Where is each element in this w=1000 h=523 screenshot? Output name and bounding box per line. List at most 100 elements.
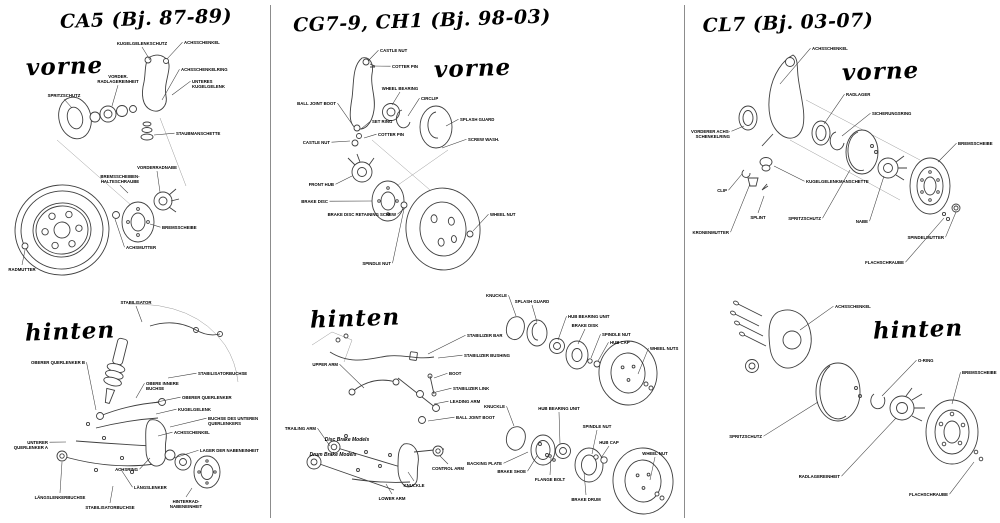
part-callout: O-RING (881, 358, 934, 397)
leader-line (153, 132, 175, 136)
part-label: STABILIZER LINK (453, 386, 490, 391)
part-callout: BRAKE DRUM (571, 471, 601, 502)
part-label: WHEEL NUT (642, 451, 668, 456)
leader-line (869, 175, 885, 222)
part-label: SPLASH GUARD (515, 299, 549, 304)
part-label: KUGELGELENKSCHUTZ (117, 41, 168, 46)
part-callout: RADLAGEREINHEIT (799, 417, 897, 479)
part-label: LÄNGSLENKERBUCHSE (35, 495, 86, 500)
part-label: SPLINT (750, 215, 766, 220)
leader-line (141, 46, 151, 61)
part-callout: HUB BEARING UNIT (538, 406, 580, 445)
leader-line (109, 485, 114, 504)
leader-line (161, 69, 180, 101)
leader-line (841, 417, 897, 477)
part-label: WHEEL NUTS (650, 346, 678, 351)
cg-rear-disc-art (505, 316, 658, 406)
leader-line (167, 372, 197, 379)
part-callout: Disc Brake Models (325, 437, 370, 443)
part-label: LEADING ARM (450, 399, 481, 404)
part-label: SPRITZSCHUTZ (48, 93, 81, 98)
part-label: ACHSSCHENKEL (184, 40, 220, 45)
part-callout: WHEEL NUTS (637, 346, 678, 375)
part-callout: SCREW WASH. (441, 137, 499, 149)
part-callout: KUGELGELENKMANSCHETTE (773, 165, 869, 184)
leader-line (156, 170, 161, 193)
part-callout: STABILIZER LINK (435, 386, 490, 393)
part-callout: ACHSSCHENKELRING (161, 67, 228, 101)
part-callout: ACHSSCHENKEL (799, 304, 871, 331)
leader-line (157, 431, 173, 437)
part-label: SET RING (372, 119, 393, 124)
leader-line (637, 348, 649, 375)
leader-line (730, 183, 751, 233)
part-label: KNUCKLE (486, 293, 507, 298)
part-label: ACHSRING (115, 467, 139, 472)
leader-line (841, 112, 871, 137)
cg-rear-drum-art (505, 426, 674, 515)
ca5-rear-art (56, 303, 239, 489)
part-label: KRONENMUTTER (692, 230, 729, 235)
leader-line (799, 305, 834, 331)
part-callout: BOOT (433, 371, 462, 379)
part-label: CASTLE NUT (303, 140, 331, 145)
leader-line (472, 214, 489, 232)
part-callout: HINTERRAD-NABENEINHEIT (170, 487, 202, 509)
leader-line (508, 295, 517, 317)
part-callout: BREMSSCHEIBE (937, 141, 993, 163)
part-callout: HUB BEARING UNIT (557, 314, 610, 341)
leader-line (63, 98, 73, 109)
leader-line (149, 223, 161, 228)
part-callout: OBERER QUERLENKER B (31, 360, 97, 411)
leader-line (433, 400, 449, 405)
leader-line (445, 118, 459, 127)
leader-line (86, 362, 97, 411)
leader-line (119, 467, 133, 488)
part-callout: BALL JOINT BOOT (427, 415, 495, 422)
part-callout: LÄNGSLENKER (119, 467, 168, 490)
part-label: STABILISATOR (120, 300, 152, 305)
leader-line (437, 354, 463, 359)
part-label: HUB BEARING UNIT (568, 314, 610, 319)
part-callout: SPRITZSCHUTZ (788, 169, 851, 221)
leader-line (441, 138, 467, 149)
part-callout: VORDERER ACHS-SCHENKELRING (691, 125, 745, 139)
part-label: BOOT (449, 371, 462, 376)
part-label: COTTER PIN (378, 132, 404, 137)
leader-line (881, 360, 917, 397)
leader-line (331, 140, 351, 143)
part-callout: RADMUTTER (8, 249, 36, 272)
part-label: ACHSMUTTER (126, 245, 157, 250)
leader-line (427, 334, 466, 355)
part-label: BRAKE SHOE (497, 469, 526, 474)
part-label: KUGELGELENKMANSCHETTE (806, 179, 869, 184)
part-label: VORDERRADNABE (137, 165, 177, 170)
part-callouts-layer: KUGELGELENKSCHUTZ ACHSSCHENKEL ACHSSCHENKE… (8, 40, 996, 510)
part-label: ACHSSCHENKEL (812, 46, 848, 51)
ca5-front-art (14, 54, 187, 276)
leader-line (577, 328, 586, 345)
part-label: BALL JOINT BOOT (297, 101, 336, 106)
part-callout: STABILISATORBUCHSE (85, 485, 135, 510)
leader-line (945, 211, 957, 238)
part-label: SPLASH GUARD (460, 117, 494, 122)
part-callout: KRONENMUTTER (692, 183, 751, 235)
part-label: WHEEL NUT (490, 212, 516, 217)
part-label: STABILISATORBUCHSE (198, 371, 247, 376)
leader-line (757, 195, 765, 214)
part-callout: STABILISATOR (120, 300, 152, 323)
part-label: HUB BEARING UNIT (538, 406, 580, 411)
part-callout: CLIP (717, 173, 743, 193)
leader-line (728, 173, 743, 191)
leader-line (597, 342, 609, 362)
leader-line (119, 185, 129, 194)
leader-line (649, 456, 656, 481)
leader-line (169, 417, 207, 428)
leader-line (166, 42, 183, 60)
part-label: STABILIZER BUSHING (464, 353, 511, 358)
part-label: RADLAGEREINHEIT (799, 474, 841, 479)
